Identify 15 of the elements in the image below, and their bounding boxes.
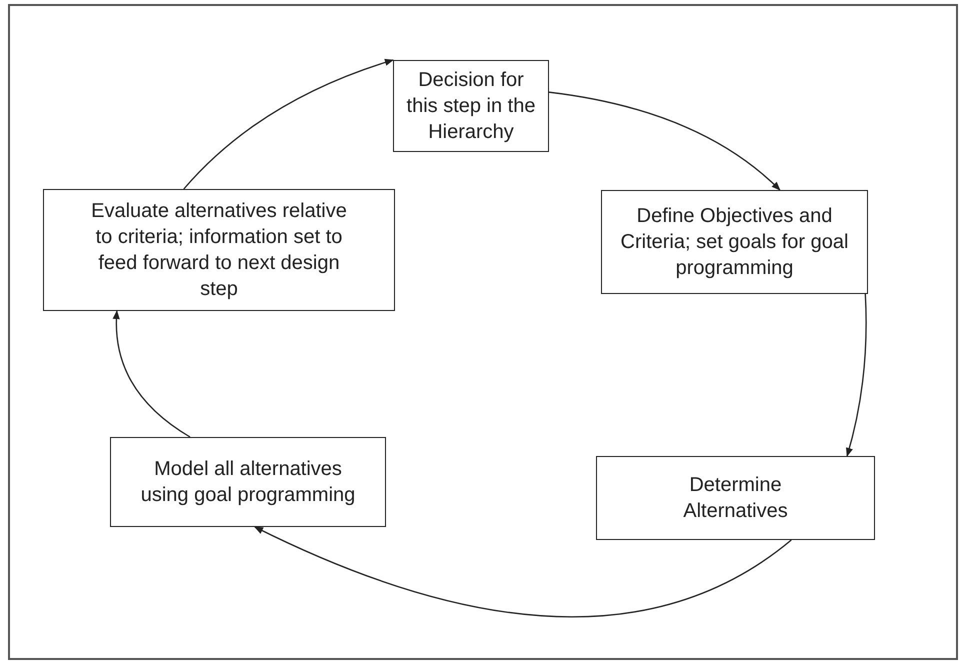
curved-arrow [548, 92, 781, 191]
process-box [110, 437, 386, 527]
process-box [596, 456, 875, 540]
box-text: Evaluate alternatives relative to criteria; information set to feed forward to next design step [90, 199, 348, 302]
curved-arrow [183, 59, 394, 190]
process-box [601, 190, 868, 294]
curved-arrow [254, 526, 792, 618]
process-box [43, 189, 395, 311]
box-text: Decision for this step in the Hierarchy [406, 68, 536, 145]
process-box [393, 60, 549, 152]
box-text: Model all alternatives using goal programming [140, 457, 356, 508]
curved-arrow [112, 310, 190, 438]
curved-arrow [846, 294, 867, 457]
box-text: Determine Alternatives [682, 473, 789, 524]
box-text: Define Objectives and Criteria; set goals for goal programming [620, 204, 850, 281]
